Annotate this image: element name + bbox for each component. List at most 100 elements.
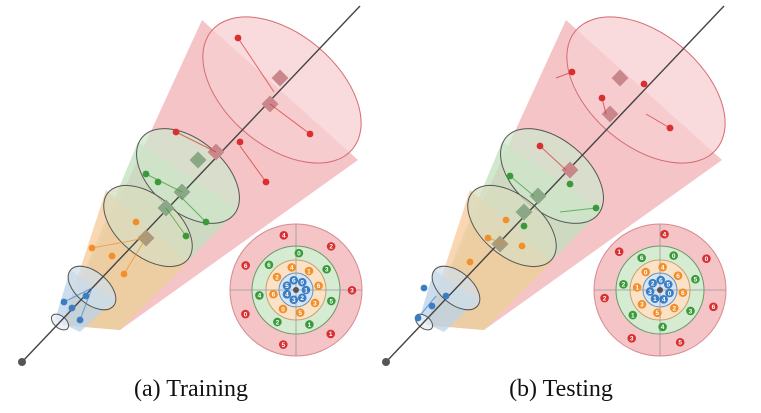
blue-badge bbox=[301, 285, 311, 295]
red-badge bbox=[241, 261, 250, 270]
red-badge bbox=[600, 293, 609, 303]
prototype-diamond bbox=[529, 187, 547, 205]
blue-point bbox=[68, 304, 76, 312]
red-badge-label: 2 bbox=[329, 244, 333, 251]
orange-badge bbox=[272, 272, 282, 282]
blue-badge-label: 4 bbox=[662, 297, 666, 304]
orange-badge-label: 4 bbox=[661, 264, 665, 271]
green-badge bbox=[327, 296, 336, 306]
blue-badge-label: 2 bbox=[300, 295, 304, 302]
point-spoke bbox=[509, 175, 535, 197]
blue-badge bbox=[659, 295, 668, 304]
red-point bbox=[568, 68, 576, 76]
prototype-diamond bbox=[611, 69, 629, 87]
red-badge-label: 4 bbox=[282, 233, 286, 240]
red-badge bbox=[709, 302, 718, 312]
green-badge bbox=[322, 264, 331, 274]
point-spoke bbox=[123, 237, 147, 275]
orange-badge-label: 5 bbox=[656, 310, 660, 317]
red-badge bbox=[279, 231, 289, 240]
point-spoke bbox=[165, 207, 187, 237]
green-badge-label: 6 bbox=[640, 255, 644, 262]
orange-badge bbox=[653, 308, 662, 318]
point-spoke bbox=[237, 37, 275, 93]
orange-badge bbox=[632, 283, 642, 292]
blue-badge-label: 0 bbox=[668, 290, 672, 297]
blue-badge bbox=[650, 294, 660, 303]
orange-point bbox=[518, 242, 526, 250]
point-spoke bbox=[179, 195, 207, 223]
green-badge bbox=[669, 251, 678, 260]
blue-point bbox=[76, 316, 84, 324]
blue-badge-label: 0 bbox=[300, 279, 304, 286]
red-point bbox=[640, 80, 648, 88]
orange-badge bbox=[637, 299, 647, 309]
orange-badge bbox=[310, 298, 320, 308]
axis-origin-dot bbox=[382, 358, 390, 366]
point-spoke bbox=[539, 145, 567, 171]
orange-point bbox=[108, 252, 116, 260]
green-badge-label: 3 bbox=[689, 308, 693, 315]
blue-badge-label: 4 bbox=[285, 292, 289, 299]
red-point bbox=[598, 94, 606, 102]
green-point bbox=[154, 178, 162, 186]
point-spoke bbox=[175, 131, 217, 153]
blue-badge-label: 5 bbox=[666, 282, 670, 289]
green-point bbox=[506, 172, 514, 180]
blue-point bbox=[82, 292, 90, 300]
orange-point bbox=[466, 258, 474, 266]
orange-badge bbox=[669, 303, 679, 313]
red-badge bbox=[675, 337, 685, 347]
green-point bbox=[566, 180, 574, 188]
orange-badge bbox=[678, 288, 688, 297]
axis-line bbox=[21, 5, 361, 363]
orange-badge bbox=[314, 281, 323, 291]
training-caption: (a) Training bbox=[134, 376, 248, 402]
axis-origin-dot bbox=[18, 358, 26, 366]
green-badge-label: 2 bbox=[276, 319, 280, 326]
red-badge bbox=[241, 309, 250, 319]
orange-badge-label: 0 bbox=[644, 269, 648, 276]
orange-badge bbox=[304, 266, 314, 276]
orange-point bbox=[88, 244, 96, 252]
orange-badge-label: 6 bbox=[676, 273, 680, 280]
blue-badge-label: 6 bbox=[659, 277, 663, 284]
blue-badge-label: 6 bbox=[292, 278, 296, 285]
blue-point bbox=[60, 298, 68, 306]
red-badge-label: 4 bbox=[663, 231, 667, 238]
red-point bbox=[172, 128, 180, 136]
orange-badge-label: 4 bbox=[290, 265, 294, 272]
red-point bbox=[236, 138, 244, 146]
green-badge-label: 4 bbox=[661, 324, 665, 331]
disk-center-dot bbox=[293, 287, 299, 293]
blue-badge-label: 1 bbox=[653, 296, 657, 303]
orange-badge bbox=[269, 289, 278, 299]
prototype-diamond bbox=[491, 235, 509, 253]
testing-caption: (b) Testing bbox=[509, 376, 613, 402]
blue-badge-label: 3 bbox=[292, 297, 296, 304]
green-badge-label: 2 bbox=[622, 282, 626, 289]
orange-badge-label: 6 bbox=[681, 290, 685, 297]
blue-badge bbox=[645, 287, 655, 296]
blue-badge bbox=[282, 281, 292, 290]
orange-point bbox=[484, 234, 492, 242]
prototype-diamond bbox=[561, 161, 579, 179]
point-spoke bbox=[145, 173, 183, 193]
red-point bbox=[666, 124, 674, 132]
green-point bbox=[520, 222, 528, 230]
red-point bbox=[262, 178, 270, 186]
prototype-diamond bbox=[515, 203, 533, 221]
axis-line bbox=[385, 5, 725, 363]
green-badge-label: 5 bbox=[330, 298, 334, 305]
red-badge bbox=[326, 329, 336, 339]
green-badge-label: 1 bbox=[631, 312, 635, 319]
point-spoke bbox=[559, 207, 597, 213]
red-ellipse bbox=[202, 16, 362, 164]
green-point bbox=[142, 170, 150, 178]
green-badge bbox=[691, 274, 700, 284]
green-badge-label: 0 bbox=[297, 250, 301, 257]
prototype-diamond bbox=[601, 105, 619, 123]
